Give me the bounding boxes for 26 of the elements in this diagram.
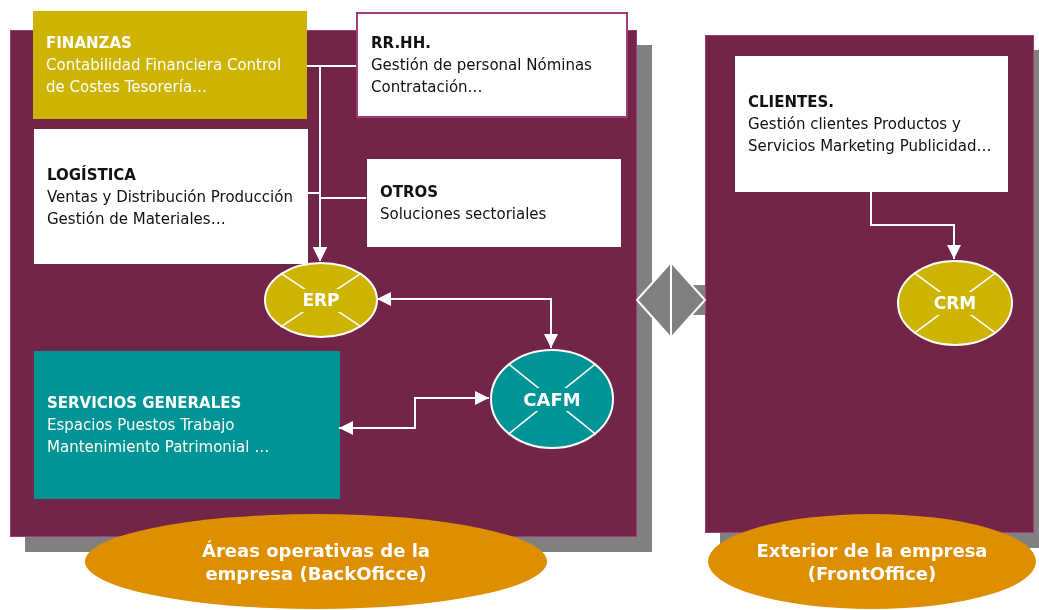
area-label: Exterior de la empresa (FrontOffice) (755, 538, 989, 585)
connector-arrow (338, 391, 490, 435)
general-services-box (34, 351, 340, 499)
item-list: Gestión clientes Productos y Servicios Marketing Publicidad… (748, 113, 998, 157)
box-heading: OTROS (380, 182, 440, 203)
item-list: Gestión de personal Nóminas Contratación… (371, 54, 616, 98)
clients-box (735, 56, 1008, 192)
box-heading: LOGÍSTICA (47, 164, 137, 186)
area-panel (705, 35, 1034, 533)
others-box (367, 159, 621, 247)
item-list: Espacios Puestos Trabajo Mantenimiento Patrimonial … (47, 414, 330, 458)
connector-arrow (313, 197, 367, 262)
box-heading: FINANZAS (46, 33, 133, 54)
finance-box (33, 11, 307, 119)
item-list: Contabilidad Financiera Control de Costes Tesorería… (46, 54, 297, 98)
item-list: Soluciones sectoriales (380, 203, 611, 225)
area-label: Áreas operativas de la empresa (BackOficce) (201, 538, 431, 585)
box-heading: SERVICIOS GENERALES (47, 393, 243, 414)
connector-arrow (376, 292, 558, 349)
hr-box (356, 12, 628, 118)
box-heading: CLIENTES. (748, 92, 835, 113)
item-list: Ventas y Distribución Producción Gestión de Materiales… (47, 185, 298, 230)
box-heading: RR.HH. (371, 33, 432, 54)
system-label: ERP (300, 288, 342, 312)
connector-arrow (870, 190, 961, 260)
logistics-box (34, 129, 308, 264)
